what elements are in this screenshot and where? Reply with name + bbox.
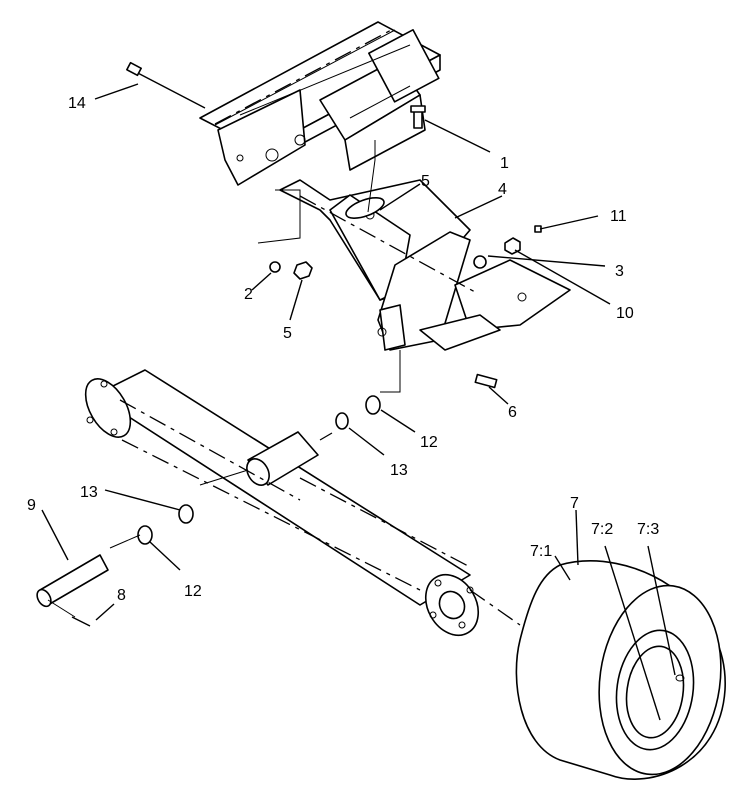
washer-2 [269,261,281,273]
wheel [515,560,726,780]
pivot-pin [36,554,109,627]
callout-2: 2 [244,286,253,303]
washers [137,395,381,545]
callout-5-bottom: 5 [283,325,292,342]
callout-13-left: 13 [80,484,98,501]
callout-labels: 14 1 5 4 11 3 10 2 5 6 12 13 13 9 12 8 7… [27,95,659,604]
callout-4: 4 [498,181,507,198]
spring-pin-6 [474,373,498,389]
nut-5 [293,261,313,280]
bolt-14 [126,61,206,109]
callout-7: 7 [570,495,579,512]
leader-lines [41,83,676,721]
callout-6: 6 [508,404,517,421]
bushing [246,431,319,486]
callout-12-bottom: 12 [184,583,202,600]
callout-7-1: 7:1 [530,543,552,560]
callout-14: 14 [68,95,86,112]
callout-9: 9 [27,497,36,514]
callout-13-right: 13 [390,462,408,479]
washer-3 [473,255,487,269]
bolt-1 [410,105,426,129]
callout-7-3: 7:3 [637,521,659,538]
callout-8: 8 [117,587,126,604]
assembly-lines [47,27,521,626]
axle-tube [84,369,480,636]
callout-11: 11 [610,208,627,225]
mount-plate [279,179,571,351]
callout-5-top: 5 [421,173,430,190]
callout-12-top: 12 [420,434,438,451]
callout-7-2: 7:2 [591,521,613,538]
callout-3: 3 [615,263,624,280]
callout-10: 10 [616,305,634,322]
frame-bracket [199,21,441,186]
callout-1: 1 [500,155,509,172]
